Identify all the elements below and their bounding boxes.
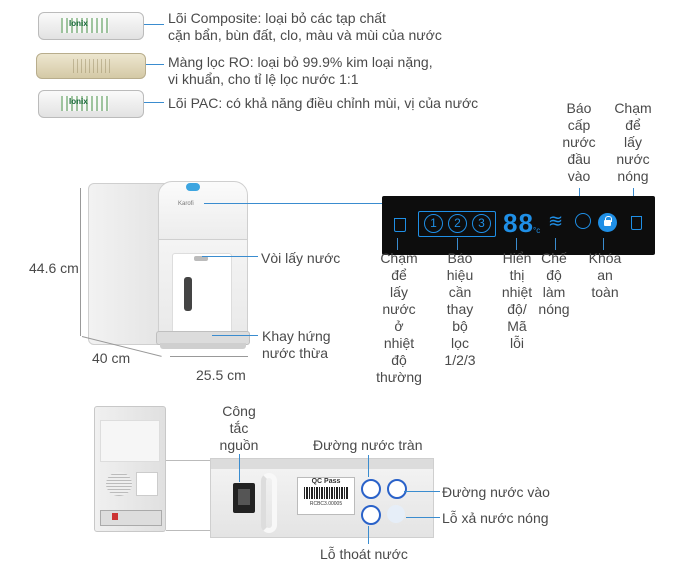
back-connections-zoom: QC Pass RCBC3.00005 [210,458,434,538]
normal-water-touch-icon[interactable] [394,218,406,232]
inlet-label: Đường nước vào [442,484,550,500]
qc-pass-title: QC Pass [311,478,341,485]
drain-port [361,505,381,525]
ro-membrane-image [36,53,146,79]
heating-mode-icon[interactable]: ≋ [548,211,564,231]
hot-drain-label: Lỗ xả nước nóng [442,510,549,526]
drain-label: Lỗ thoát nước [320,546,408,562]
heating-label-word: độ [546,267,562,283]
filter-brand-label: Ionix [69,19,88,28]
temperature-display: 88 [503,208,534,238]
filter-label-word: hiệu [446,267,474,283]
qc-pass-sticker: QC Pass RCBC3.00005 [297,477,355,515]
filter-label-word: cần [448,284,472,300]
display-label-word: độ/ [507,301,527,317]
supply-label-word: Báo [566,100,592,116]
overflow-label: Đường nước tràn [313,437,423,453]
supply-label-word: đầu [567,151,591,167]
display-label-word: nhiệt [501,284,533,300]
normal-label-word: độ [391,352,407,368]
display-label-word: thị [509,267,525,283]
height-dimension: 44.6 cm [29,260,79,276]
normal-label-word: ở [394,318,404,334]
filter-label-word: bộ [452,318,468,334]
faucet-label: Vòi lấy nước [261,250,341,266]
switch-label-word: tắc [229,420,249,436]
switch-label-word: nguồn [219,437,259,453]
width-dimension: 25.5 cm [196,367,246,383]
qc-pass-code: RCBC3.00005 [309,501,343,507]
filter-3-indicator: 3 [472,214,491,233]
control-panel: 1 2 3 88 °c ≋ [382,196,655,255]
dispenser-brand-label: Karofi [178,201,194,207]
filter-2-indicator: 2 [448,214,467,233]
depth-dimension: 40 cm [92,350,131,366]
supply-label-word: vào [567,168,591,184]
temperature-unit: °c [533,226,541,235]
lock-label-word: toàn [591,284,619,300]
hot-drain-port [387,505,405,523]
normal-label-word: thường [376,369,422,385]
hot-label-word: nóng [617,168,649,184]
dispenser-back-image [94,406,166,532]
ro-membrane-desc: Màng lọc RO: loại bỏ 99.9% kim loại nặng… [168,54,433,87]
filter-label-word: lọc [451,335,469,351]
display-label-word: lỗi [509,335,524,351]
pac-filter-desc: Lõi PAC: có khả năng điều chỉnh mùi, vị … [168,95,479,111]
filter-indicator-group [418,211,496,237]
hot-water-touch-icon[interactable] [631,216,642,230]
water-supply-alert-icon [575,213,591,229]
heating-label-word: làm [542,284,566,300]
filter-1-indicator: 1 [424,214,443,233]
hot-label-word: lấy [624,134,642,150]
filter-label-word: Báo [447,250,473,266]
inlet-port [387,479,407,499]
lock-label-word: an [597,267,613,283]
normal-label-word: lấy [390,284,408,300]
overflow-port [361,479,381,499]
composite-filter-image: Ionix [38,12,144,40]
heating-label-word: Chế [541,250,567,266]
filter-label-word: 1/2/3 [444,352,476,368]
filter-brand-label: Ionix [69,97,88,106]
heating-label-word: nóng [538,301,570,317]
display-label-word: Hiển [502,250,532,266]
dispenser-front-image: Karofi [86,181,250,351]
pac-filter-image: Ionix [38,90,144,118]
switch-label-word: Công [222,403,256,419]
hot-label-word: nước [616,151,650,167]
hot-label-word: Chạm [614,100,652,116]
normal-label-word: để [391,267,407,283]
lock-label-word: Khóa [588,250,622,266]
supply-label-word: cấp [567,117,591,133]
hot-label-word: để [625,117,641,133]
filter-label-word: thay [446,301,474,317]
normal-label-word: nước [382,301,416,317]
supply-label-word: nước [562,134,596,150]
normal-label-word: nhiệt [383,335,415,351]
display-label-word: Mã [507,318,527,334]
normal-label-word: Chạm [380,250,418,266]
